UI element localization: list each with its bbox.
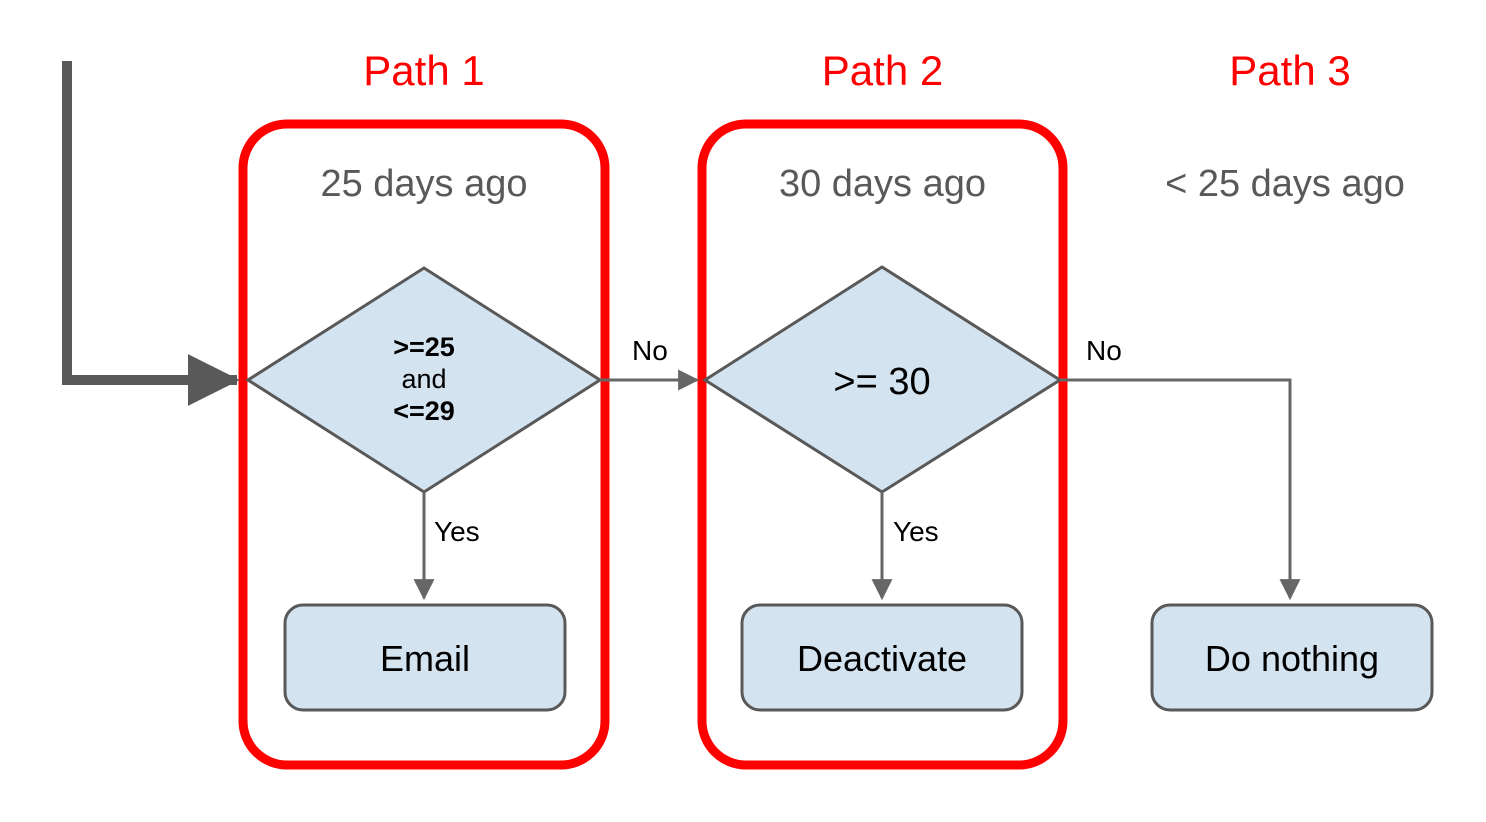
edge-label-no-2: No bbox=[1086, 335, 1122, 366]
decision-25-29-line2: and bbox=[401, 363, 447, 394]
decision-25-29-line1: >=25 bbox=[393, 332, 455, 362]
action-email-label: Email bbox=[379, 638, 471, 679]
path-2-title: Path 2 bbox=[821, 47, 944, 94]
action-do-nothing-label: Do nothing bbox=[1204, 638, 1380, 679]
edge-label-yes-1: Yes bbox=[434, 516, 480, 547]
path-3-title: Path 3 bbox=[1229, 47, 1351, 94]
action-email-shape[interactable] bbox=[283, 603, 567, 712]
action-do-nothing-shape[interactable] bbox=[1150, 603, 1434, 712]
path-1-highlight bbox=[238, 119, 610, 770]
edge-label-yes-2: Yes bbox=[893, 516, 939, 547]
edge-label-no-1: No bbox=[632, 335, 668, 366]
decision-30-text: >= 30 bbox=[833, 361, 931, 403]
path-2-age-label: 30 days ago bbox=[778, 163, 987, 205]
action-deactivate-label: Deactivate bbox=[796, 638, 968, 679]
decision-25-29-line3: <=29 bbox=[393, 395, 455, 426]
connector-no-2 bbox=[1060, 378, 1301, 601]
action-deactivate-shape[interactable] bbox=[740, 603, 1024, 712]
path-2-highlight bbox=[697, 119, 1068, 770]
path-1-age-label: 25 days ago bbox=[320, 163, 528, 205]
path-1-title: Path 1 bbox=[363, 47, 485, 94]
entry-connector bbox=[62, 61, 240, 406]
decision-25-29-text: >=25 and <=29 bbox=[324, 332, 524, 428]
path-3-age-label: < 25 days ago bbox=[1165, 163, 1405, 205]
